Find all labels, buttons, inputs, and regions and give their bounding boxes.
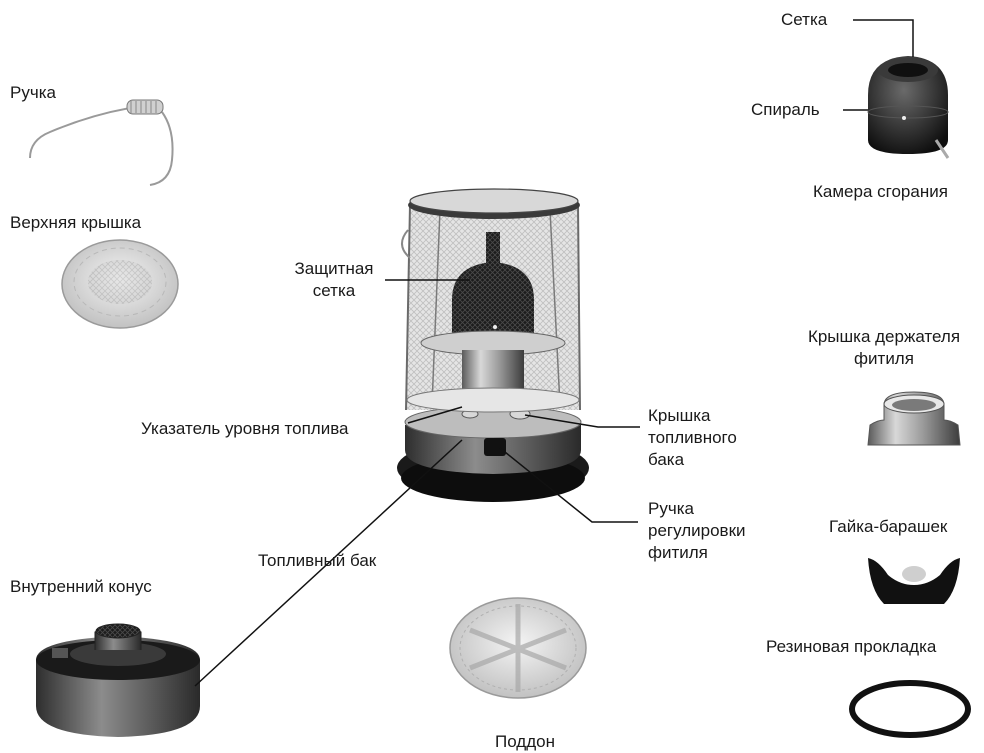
handle-part bbox=[30, 100, 173, 185]
label-fuel-cap-line1: Крышка bbox=[648, 405, 737, 427]
leader-grid bbox=[853, 20, 913, 57]
heater-assembly bbox=[397, 189, 589, 502]
label-gasket: Резиновая прокладка bbox=[766, 636, 936, 658]
label-wing-nut: Гайка-барашек bbox=[829, 516, 947, 538]
tray-part bbox=[450, 598, 586, 698]
label-combustion-chamber: Камера сгорания bbox=[813, 181, 948, 203]
label-spiral: Спираль bbox=[751, 99, 820, 121]
label-wick-knob: Ручка регулировки фитиля bbox=[648, 498, 746, 564]
label-handle: Ручка bbox=[10, 82, 56, 104]
label-guard: Защитная сетка bbox=[284, 258, 384, 302]
label-fuel-tank: Топливный бак bbox=[258, 550, 376, 572]
label-grid: Сетка bbox=[781, 9, 827, 31]
label-wick-holder-cap: Крышка держателя фитиля bbox=[786, 326, 982, 370]
label-wick-knob-line1: Ручка bbox=[648, 498, 746, 520]
label-inner-cone: Внутренний конус bbox=[10, 576, 152, 598]
top-lid-part bbox=[62, 240, 178, 328]
inner-cone-part bbox=[36, 624, 200, 737]
label-fuel-gauge: Указатель уровня топлива bbox=[141, 418, 349, 440]
label-wick-knob-line2: регулировки bbox=[648, 520, 746, 542]
wing-nut-part bbox=[868, 558, 960, 604]
label-wick-holder-cap-line1: Крышка держателя bbox=[786, 326, 982, 348]
label-fuel-cap: Крышка топливного бака bbox=[648, 405, 737, 471]
label-guard-line1: Защитная bbox=[284, 258, 384, 280]
label-wick-holder-cap-line2: фитиля bbox=[786, 348, 982, 370]
gasket-part bbox=[852, 683, 968, 735]
wick-holder-cap-part bbox=[868, 392, 960, 445]
combustion-chamber-part bbox=[868, 56, 948, 158]
label-top-lid: Верхняя крышка bbox=[10, 212, 141, 234]
label-guard-line2: сетка bbox=[284, 280, 384, 302]
label-fuel-cap-line3: бака bbox=[648, 449, 737, 471]
label-tray: Поддон bbox=[495, 731, 555, 753]
label-wick-knob-line3: фитиля bbox=[648, 542, 746, 564]
label-fuel-cap-line2: топливного bbox=[648, 427, 737, 449]
